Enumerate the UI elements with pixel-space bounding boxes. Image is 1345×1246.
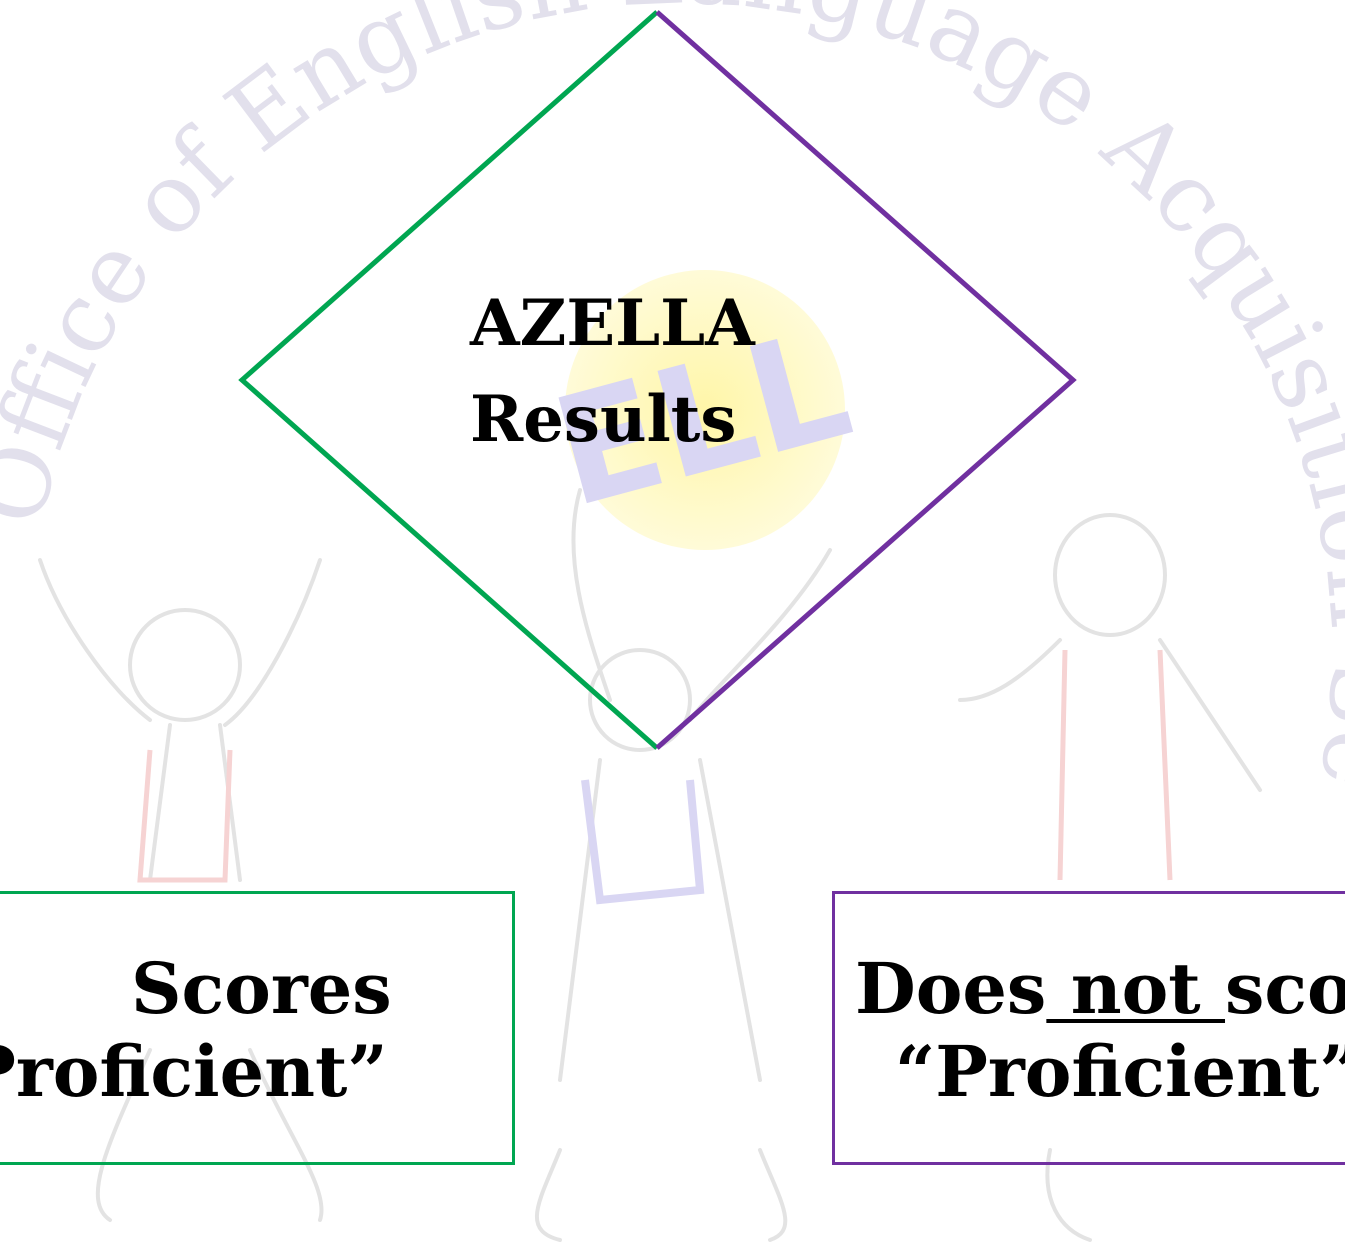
proficient-box-line2: “Proficient”: [0, 1030, 388, 1113]
diamond-left-edge: [238, 10, 659, 750]
right-child-doodle-icon: [958, 513, 1262, 1242]
diamond-title: AZELLA: [470, 286, 755, 361]
line1-suffix: score: [1225, 947, 1345, 1030]
proficient-box-line1: Scores: [131, 947, 392, 1030]
diamond-right-edge: [655, 10, 1077, 750]
not-proficient-outcome-box[interactable]: Does not score “Proficient”: [832, 891, 1345, 1165]
right-child-dress-icon: [1057, 649, 1173, 881]
left-child-scarf-icon: [137, 749, 233, 883]
center-child-doodle-icon: [534, 488, 832, 1242]
not-proficient-box-line1: Does not score: [855, 947, 1345, 1031]
line1-prefix: Does: [855, 947, 1047, 1030]
diamond-subtitle: Results: [470, 382, 737, 457]
not-proficient-box-line2: “Proficient”: [895, 1030, 1345, 1113]
center-child-shirt-icon: [581, 779, 705, 905]
proficient-outcome-box[interactable]: Scores “Proficient”: [0, 891, 515, 1165]
logo-sun-icon: [565, 270, 845, 550]
line1-underlined-not: not: [1046, 947, 1226, 1030]
